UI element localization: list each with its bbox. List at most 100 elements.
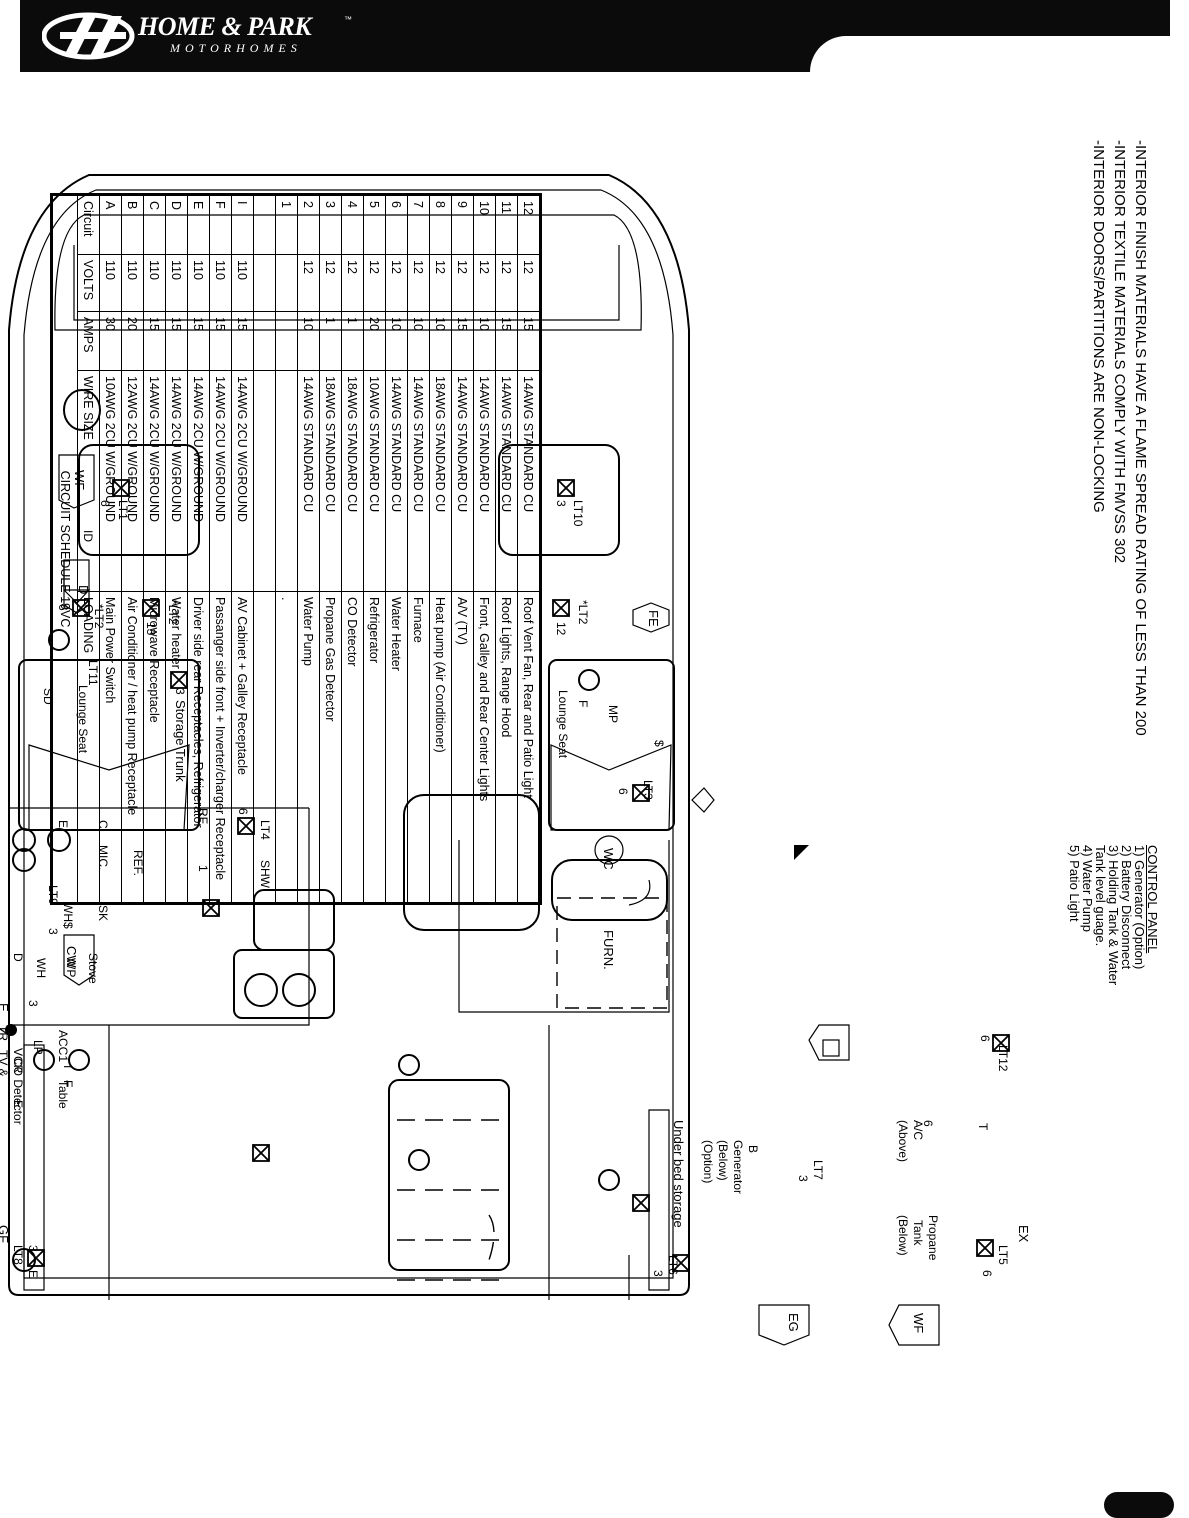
lt9-number: 3	[46, 928, 60, 935]
cell: 12	[517, 254, 541, 312]
cell: 11	[495, 194, 518, 255]
lt2c-number: 12	[554, 622, 568, 636]
cell: 10	[473, 311, 496, 371]
sd-label: SD	[41, 688, 55, 705]
cell: 12	[495, 254, 518, 312]
cell	[253, 591, 276, 904]
lt8-number: 3	[26, 1245, 40, 1252]
d-arrow-label: D	[76, 585, 91, 595]
lt1-number: 6	[98, 500, 112, 507]
header-tab-shape	[810, 36, 1170, 72]
cell: 12	[517, 194, 541, 255]
tr-label: TR	[0, 1025, 10, 1041]
cell: 14AWG STANDARD CU	[517, 370, 541, 592]
cell: Roof Lights, Range Hood	[495, 591, 518, 904]
lt12-label: LT12	[996, 1045, 1010, 1072]
cell: Front, Galley and Rear Center Lights	[473, 591, 496, 904]
cell: 12	[451, 254, 474, 312]
wf-front-label: WF	[72, 470, 87, 491]
cell: E	[187, 194, 210, 255]
cell: Refrigerator	[363, 591, 386, 904]
brand-trademark: ™	[344, 15, 352, 24]
cell: 12	[319, 254, 342, 312]
mp-label: MP	[606, 705, 620, 723]
lt3-number: 6	[616, 788, 630, 795]
cell: 18AWG STANDARD CU	[319, 370, 342, 592]
cell: 14AWG 2CU W/GROUND	[187, 370, 210, 592]
cell: AV Cabinet + Galley Receptacle	[231, 591, 254, 904]
cell: 12	[429, 254, 452, 312]
storage-trunk-label: Storage Trunk	[173, 700, 188, 782]
lt6-number: 3	[651, 1270, 665, 1277]
cell: 10	[407, 311, 430, 371]
cell: 12	[407, 254, 430, 312]
tank-label: Tank	[911, 1220, 925, 1246]
cell: 110	[209, 254, 232, 312]
header-bar: HOME & PARK ™ MOTORHOMES	[20, 0, 1170, 72]
cell: 2	[297, 194, 320, 255]
lt6-label: LT6	[666, 1255, 680, 1275]
shw-label: SHW	[258, 860, 272, 888]
cell: Furnace	[407, 591, 430, 904]
cell: 110	[121, 254, 144, 312]
wp-label: WP	[64, 958, 78, 978]
cell: 14AWG 2CU W/GROUND	[231, 370, 254, 592]
cell: 14AWG 2CU W/GROUND	[165, 370, 188, 592]
cell: 10	[297, 311, 320, 371]
cell: 30	[99, 311, 122, 371]
cell: 15	[187, 311, 210, 371]
cell: 15	[231, 311, 254, 371]
id-label: ID	[81, 530, 95, 542]
cell: 7	[407, 194, 430, 255]
cell: 14AWG STANDARD CU	[495, 370, 518, 592]
header-cell: AMPS	[77, 311, 100, 371]
lt2a-label: *LT2	[92, 604, 106, 629]
generator-label: Generator	[731, 1140, 745, 1195]
lt9-label: LT9	[46, 885, 60, 905]
cell: 14AWG 2CU W/GROUND	[209, 370, 232, 592]
cell	[275, 254, 298, 312]
lounge-seat-bottom: Lounge Seat	[76, 685, 90, 754]
rf-number: 1	[196, 865, 210, 872]
b-outlet-label: B	[746, 1145, 760, 1154]
i-outlet-label: I	[61, 1065, 75, 1069]
cell	[275, 370, 298, 592]
lt8-label: LT8	[11, 1245, 25, 1265]
cell: Microwave Receptacle	[143, 591, 166, 904]
cell: B	[121, 194, 144, 255]
cell: 3	[319, 194, 342, 255]
wc-label: WC	[601, 848, 616, 870]
lounge-seat-top: Lounge Seat	[556, 690, 570, 759]
lt4-label: LT4	[258, 820, 272, 840]
f-outlet-label: F	[576, 700, 590, 708]
lt10-number: 3	[554, 500, 568, 507]
table-label: Table	[56, 1080, 70, 1109]
cell: 14AWG STANDARD CU	[385, 370, 408, 592]
wh-label: WH	[61, 902, 75, 922]
cell: Heat pump (Air Conditioner)	[429, 591, 452, 904]
lt5-number: 6	[980, 1270, 994, 1277]
wh-dollar-label: $	[61, 922, 75, 929]
cell: 14AWG STANDARD CU	[451, 370, 474, 592]
cell: D	[165, 194, 188, 255]
lt12-number: 6	[978, 1035, 992, 1042]
page-number-pill	[1104, 1492, 1174, 1518]
e-arrow-label: E	[0, 1003, 11, 1012]
cell: 10AWG STANDARD CU	[363, 370, 386, 592]
cell: A	[99, 194, 122, 255]
lt7-label: LT7	[811, 1160, 825, 1180]
lt2b-number: 13	[144, 622, 158, 636]
lt3-label: LT3	[641, 780, 655, 800]
cell	[253, 311, 276, 371]
